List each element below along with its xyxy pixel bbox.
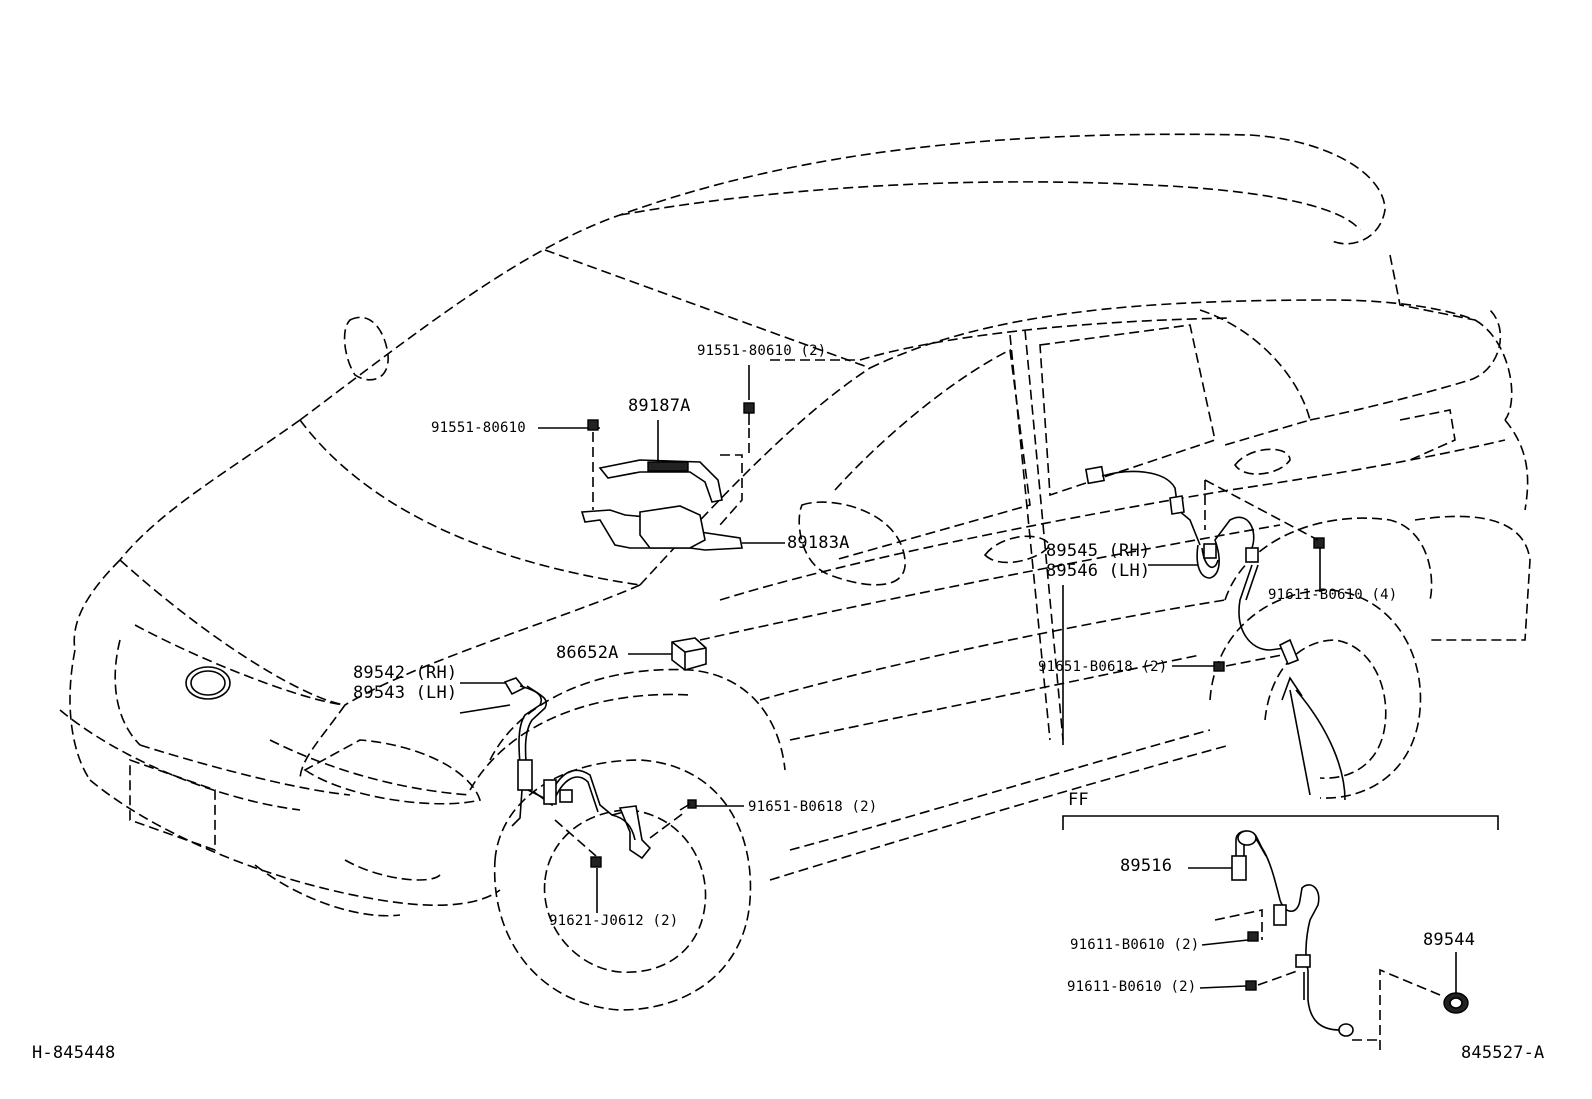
inset-label-ff: FF xyxy=(1068,790,1089,810)
callout-89544: 89544 xyxy=(1423,930,1476,950)
callout-89543-lh: 89543 (LH) xyxy=(353,683,458,703)
callout-91611-b0610-inset-b: 91611-B0610 (2) xyxy=(1067,979,1197,995)
callout-91611-b0610-rear: 91611-B0610 (4) xyxy=(1268,587,1398,603)
callout-91651-b0618-rear: 91651-B0618 (2) xyxy=(1038,659,1168,675)
callout-91551-80610-top: 91551-80610 (2) xyxy=(697,343,827,359)
rear-speed-sensor xyxy=(1062,465,1346,801)
inset-ff-detail xyxy=(1062,815,1499,1050)
callout-91651-b0618-front: 91651-B0618 (2) xyxy=(748,799,878,815)
callout-89187a: 89187A xyxy=(628,396,691,416)
callout-89546-lh: 89546 (LH) xyxy=(1046,561,1151,581)
drawing-code-left: H-845448 xyxy=(32,1043,116,1063)
front-speed-sensor xyxy=(459,677,744,913)
callout-89542-rh: 89542 (RH) xyxy=(353,663,458,683)
callout-91621-j0612: 91621-J0612 (2) xyxy=(549,913,679,929)
callout-86652a: 86652A xyxy=(556,643,619,663)
callout-89545-rh: 89545 (RH) xyxy=(1046,541,1151,561)
sensor-89187a-body xyxy=(647,461,689,472)
callout-91611-b0610-inset-a: 91611-B0610 (2) xyxy=(1070,937,1200,953)
vehicle-body-outline xyxy=(59,133,1531,1011)
relay-86652a xyxy=(628,637,707,671)
callout-91551-80610-left: 91551-80610 xyxy=(431,420,526,436)
drawing-code-right: 845527-A xyxy=(1461,1043,1545,1063)
callout-89516: 89516 xyxy=(1120,856,1173,876)
callout-89183a: 89183A xyxy=(787,533,850,553)
yaw-rate-sensor-assembly xyxy=(538,359,860,551)
